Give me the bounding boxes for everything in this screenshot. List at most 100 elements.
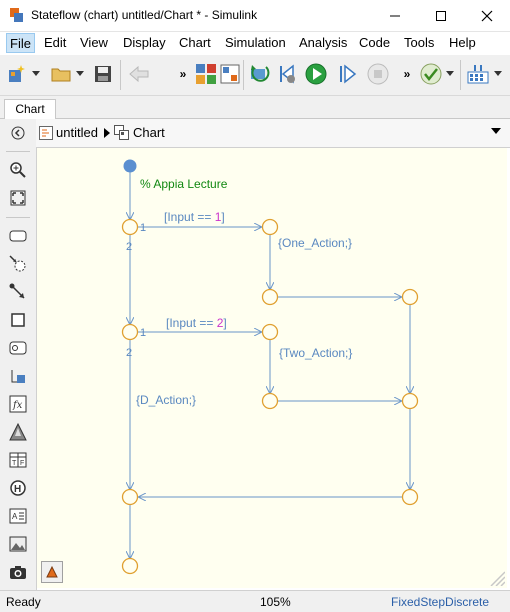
chart-comment[interactable]: % Appia Lecture xyxy=(140,177,228,191)
transition-action-2[interactable]: {Two_Action;} xyxy=(279,346,352,360)
close-button[interactable] xyxy=(464,0,510,31)
image-tool[interactable] xyxy=(9,535,27,553)
junction[interactable] xyxy=(121,218,139,236)
maximize-button[interactable] xyxy=(418,0,464,31)
model-explorer-icon xyxy=(220,64,240,84)
back-button[interactable] xyxy=(128,63,150,85)
solver-link[interactable]: FixedStepDiscrete xyxy=(391,595,490,609)
chevron-down-icon xyxy=(32,71,40,76)
condition-text: [Input == xyxy=(166,316,217,330)
screenshot-tool[interactable] xyxy=(9,563,27,581)
explorer-bar-button[interactable] xyxy=(41,561,63,583)
image-icon xyxy=(9,536,27,552)
breadcrumb-dropdown-icon[interactable] xyxy=(491,128,501,135)
menu-tools[interactable]: Tools xyxy=(404,35,435,50)
function-icon: fx xyxy=(9,395,27,413)
box-icon xyxy=(11,313,25,327)
check-icon xyxy=(420,63,442,85)
junction[interactable] xyxy=(121,557,139,575)
state-tool[interactable] xyxy=(9,227,27,245)
toolbar: » » xyxy=(0,55,510,96)
condition-value: 2 xyxy=(217,316,224,330)
minimize-button[interactable] xyxy=(372,0,418,31)
history-junction-tool[interactable]: H xyxy=(9,479,27,497)
simulink-function-tool[interactable] xyxy=(9,367,27,385)
flow-chart-diagram: % Appia Lecture 1 2 [Input == 1] {One_Ac… xyxy=(121,159,419,575)
menu-chart[interactable]: Chart xyxy=(179,35,211,50)
svg-text:T: T xyxy=(12,460,17,467)
transition-action-1[interactable]: {One_Action;} xyxy=(278,236,352,250)
junction[interactable] xyxy=(401,488,419,506)
junction[interactable] xyxy=(261,288,279,306)
order-label: 2 xyxy=(126,347,132,359)
tab-chart[interactable]: Chart xyxy=(4,99,56,119)
transition-condition-1[interactable]: [Input == 1] xyxy=(164,210,225,224)
more-tools-button-2[interactable]: » xyxy=(400,63,414,85)
default-transition-tool[interactable] xyxy=(9,283,27,301)
menu-help[interactable]: Help xyxy=(449,35,476,50)
function-tool[interactable]: fx xyxy=(9,395,27,413)
graphical-function-icon xyxy=(9,423,27,441)
open-dropdown-button[interactable] xyxy=(74,63,86,85)
junction[interactable] xyxy=(401,392,419,410)
menu-display[interactable]: Display xyxy=(123,35,166,50)
junction-tool[interactable] xyxy=(9,339,27,357)
play-icon xyxy=(305,63,327,85)
junction[interactable] xyxy=(261,392,279,410)
junction[interactable] xyxy=(261,323,279,341)
transition-condition-2[interactable]: [Input == 2] xyxy=(166,316,227,330)
menu-bar: File Edit View Display Chart Simulation … xyxy=(0,32,510,54)
status-bar: Ready 105% FixedStepDiscrete xyxy=(0,590,510,612)
junction[interactable] xyxy=(261,218,279,236)
breadcrumb-root[interactable]: untitled xyxy=(56,125,98,140)
chart-icon xyxy=(114,125,129,140)
fit-to-view-button[interactable] xyxy=(9,189,27,207)
run-button[interactable] xyxy=(305,63,327,85)
junction[interactable] xyxy=(121,488,139,506)
step-back-button[interactable] xyxy=(277,63,299,85)
menu-code[interactable]: Code xyxy=(359,35,391,50)
tab-strip: Chart xyxy=(0,96,510,119)
chevron-double-right-icon: » xyxy=(403,67,411,81)
status-text: Ready xyxy=(6,595,41,609)
stop-button[interactable] xyxy=(367,63,389,85)
menu-simulation[interactable]: Simulation xyxy=(225,35,286,50)
new-model-icon xyxy=(9,65,25,82)
step-forward-button[interactable] xyxy=(337,63,359,85)
library-browser-button[interactable] xyxy=(195,63,217,85)
model-advisor-button[interactable] xyxy=(420,63,442,85)
fit-to-view-icon xyxy=(10,190,26,206)
save-button[interactable] xyxy=(92,63,114,85)
new-dropdown-button[interactable] xyxy=(30,63,42,85)
open-button[interactable] xyxy=(50,63,72,85)
annotation-tool[interactable]: A xyxy=(9,507,27,525)
hide-show-explorer-button[interactable] xyxy=(9,124,27,142)
menu-view[interactable]: View xyxy=(80,35,108,50)
transition-action-default[interactable]: {D_Action;} xyxy=(136,393,196,407)
update-diagram-button[interactable] xyxy=(247,63,275,85)
model-explorer-button[interactable] xyxy=(219,63,241,85)
zoom-in-button[interactable] xyxy=(9,161,27,179)
advisor-dropdown-button[interactable] xyxy=(444,63,456,85)
box-tool[interactable] xyxy=(9,311,27,329)
new-model-button[interactable] xyxy=(6,63,28,85)
menu-file[interactable]: File xyxy=(6,33,35,53)
transition-tool[interactable] xyxy=(9,255,27,273)
data-inspector-button[interactable] xyxy=(466,63,490,85)
chart-canvas[interactable]: % Appia Lecture 1 2 [Input == 1] {One_Ac… xyxy=(37,148,507,588)
breadcrumb-current[interactable]: Chart xyxy=(133,125,165,140)
more-tools-button-1[interactable]: » xyxy=(176,63,190,85)
graphical-function-tool[interactable] xyxy=(9,423,27,441)
menu-edit[interactable]: Edit xyxy=(44,35,67,50)
junction[interactable] xyxy=(401,288,419,306)
junction[interactable] xyxy=(121,323,139,341)
resize-grip-icon[interactable] xyxy=(485,570,505,586)
inspector-dropdown-button[interactable] xyxy=(492,63,504,85)
menu-analysis[interactable]: Analysis xyxy=(299,35,348,50)
chevron-down-icon xyxy=(494,71,502,76)
refresh-icon xyxy=(251,65,270,82)
default-transition-dot[interactable] xyxy=(123,159,137,173)
history-junction-icon: H xyxy=(10,480,26,496)
dashboard-icon xyxy=(467,65,489,84)
